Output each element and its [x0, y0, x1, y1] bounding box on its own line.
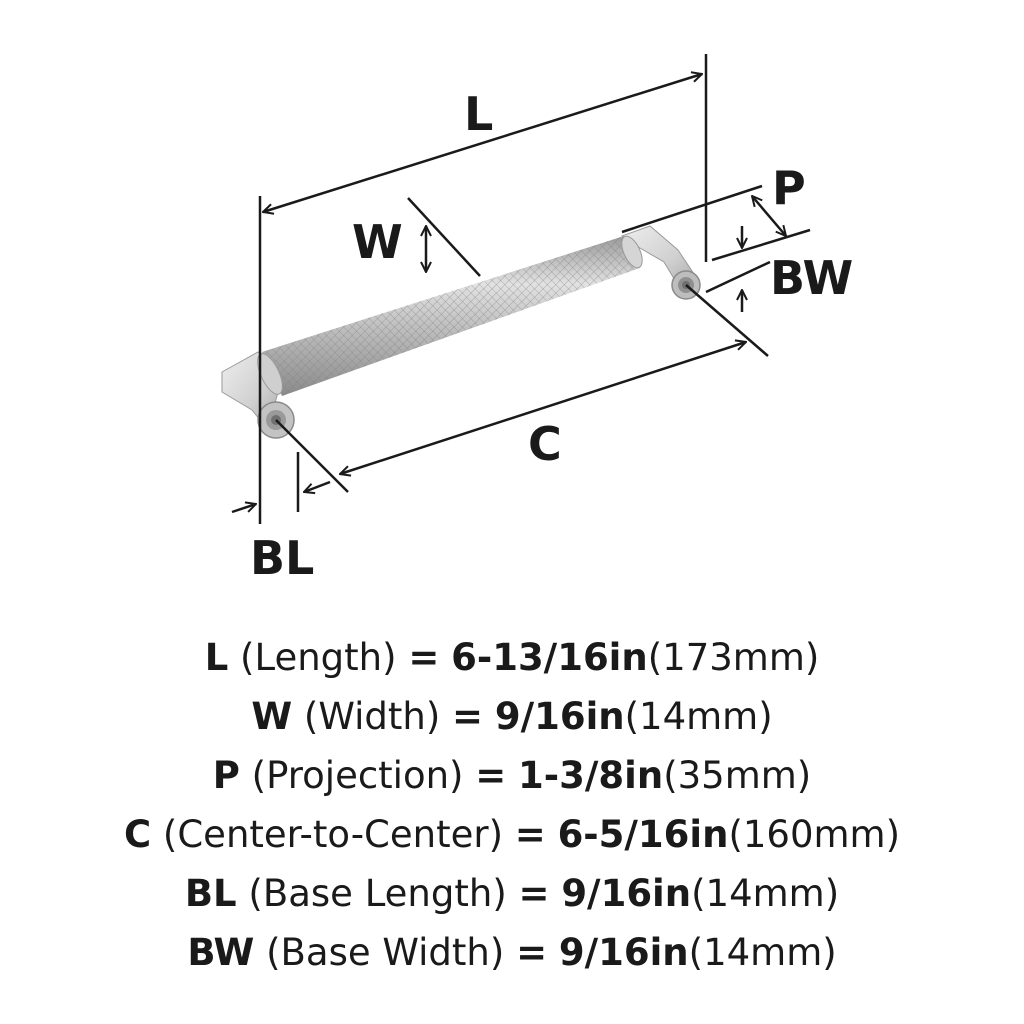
dimension-spec-list: L (Length) = 6-13/16in(173mm) W (Width) …: [0, 628, 1024, 982]
spec-name: (Base Width): [266, 931, 505, 974]
spec-equals: =: [514, 813, 546, 856]
spec-row-width: W (Width) = 9/16in(14mm): [0, 687, 1024, 746]
spec-imperial-value: 9/16in: [494, 695, 625, 738]
spec-equals: =: [452, 695, 484, 738]
spec-name: (Base Length): [248, 872, 507, 915]
base-width-label: BW: [770, 251, 853, 305]
spec-abbr: BL: [184, 872, 237, 915]
spec-equals: =: [408, 636, 440, 679]
dimension-lines: [231, 54, 811, 524]
base-length-arrow-right: [304, 480, 331, 492]
spec-abbr: P: [212, 754, 240, 797]
width-extension-line: [407, 197, 481, 277]
width-label: W: [352, 215, 403, 269]
spec-imperial-value: 1-3/8in: [518, 754, 664, 797]
spec-name: (Center-to-Center): [162, 813, 504, 856]
spec-equals: =: [518, 872, 550, 915]
spec-row-projection: P (Projection) = 1-3/8in(35mm): [0, 746, 1024, 805]
projection-extension-top: [621, 184, 763, 234]
base-length-arrow-left: [231, 504, 256, 514]
spec-imperial-value: 9/16in: [561, 872, 692, 915]
spec-row-length: L (Length) = 6-13/16in(173mm): [0, 628, 1024, 687]
spec-abbr: C: [123, 813, 152, 856]
spec-imperial-value: 6-13/16in: [451, 636, 648, 679]
spec-abbr: W: [251, 695, 293, 738]
center-extension-left: [275, 419, 349, 493]
center-label: C: [528, 417, 562, 471]
base-width-extension-line: [705, 260, 771, 294]
projection-dimension-line: [752, 196, 786, 236]
spec-imperial-value: 9/16in: [558, 931, 689, 974]
base-length-label: BL: [250, 531, 314, 585]
center-extension-right: [685, 284, 769, 357]
projection-label: P: [772, 161, 806, 215]
length-label: L: [464, 87, 493, 141]
spec-metric-value: (14mm): [688, 931, 837, 974]
spec-name: (Projection): [251, 754, 464, 797]
spec-metric-value: (160mm): [728, 813, 901, 856]
spec-imperial-value: 6-5/16in: [557, 813, 729, 856]
spec-row-center-to-center: C (Center-to-Center) = 6-5/16in(160mm): [0, 805, 1024, 864]
handle-dimension-diagram: L W P BW C BL: [221, 54, 853, 585]
spec-metric-value: (173mm): [647, 636, 820, 679]
spec-metric-value: (35mm): [663, 754, 812, 797]
spec-metric-value: (14mm): [624, 695, 773, 738]
cabinet-pull-handle: [221, 225, 701, 439]
spec-name: (Length): [240, 636, 397, 679]
spec-abbr: BW: [187, 931, 255, 974]
length-dimension-line: [263, 74, 702, 212]
spec-metric-value: (14mm): [691, 872, 840, 915]
spec-name: (Width): [303, 695, 441, 738]
projection-extension-bottom: [711, 228, 811, 262]
spec-row-base-width: BW (Base Width) = 9/16in(14mm): [0, 923, 1024, 982]
center-dimension-line: [340, 342, 746, 474]
knurled-bar: [257, 235, 643, 396]
spec-row-base-length: BL (Base Length) = 9/16in(14mm): [0, 864, 1024, 923]
spec-equals: =: [475, 754, 507, 797]
spec-equals: =: [516, 931, 548, 974]
spec-abbr: L: [204, 636, 229, 679]
